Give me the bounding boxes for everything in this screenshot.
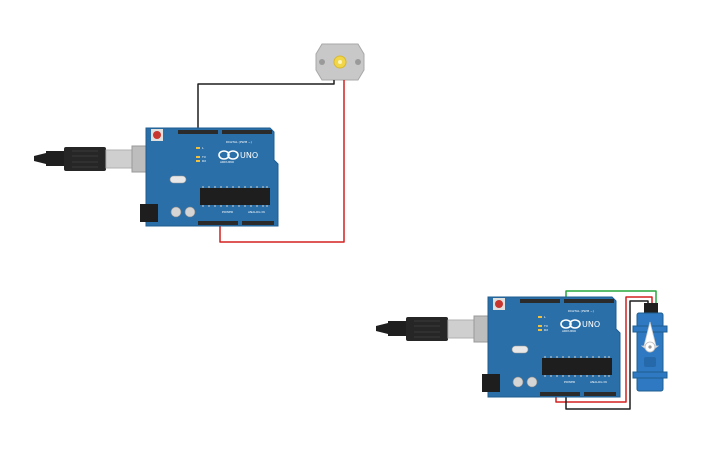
power-jack[interactable] — [482, 374, 500, 392]
arduino-logo-icon — [218, 150, 239, 160]
board-brand: ARDUINO — [220, 160, 235, 164]
digital-header — [178, 130, 272, 134]
microcontroller-chip — [542, 358, 612, 375]
board-model: UNO — [582, 320, 600, 329]
motor-black-wire[interactable] — [197, 80, 335, 128]
power-header — [198, 221, 238, 225]
servo-motor-icon[interactable] — [632, 303, 668, 392]
servo-black-wire[interactable] — [565, 300, 649, 410]
analog-label: ANALOG IN — [590, 380, 607, 384]
digital-header — [520, 299, 614, 303]
circuit-1: DIGITAL (PWM ~) UNO ARDUINO L TX RX — [34, 43, 365, 243]
arduino-logo-icon — [560, 319, 581, 329]
led-rx-label: RX — [202, 159, 206, 163]
led-l-label: L — [202, 146, 204, 150]
led-rx-label: RX — [544, 328, 548, 332]
servo-green-wire[interactable] — [565, 290, 657, 305]
servo-red-wire[interactable] — [555, 296, 653, 403]
power-jack[interactable] — [140, 204, 158, 222]
arduino-uno-board-2[interactable]: DIGITAL (PWM ~) UNO ARDUINO L TX RX POWE… — [482, 296, 621, 398]
board-brand: ARDUINO — [562, 329, 577, 333]
circuit-2: DIGITAL (PWM ~) UNO ARDUINO L TX RX POWE… — [376, 290, 668, 410]
capacitor — [526, 376, 538, 388]
led-tx-label: TX — [201, 155, 206, 159]
power-header — [540, 392, 580, 396]
microcontroller-chip — [200, 188, 270, 205]
digital-label: DIGITAL (PWM ~) — [226, 140, 252, 144]
led-tx-label: TX — [543, 324, 548, 328]
arduino-uno-board-1[interactable]: DIGITAL (PWM ~) UNO ARDUINO L TX RX — [140, 127, 279, 227]
motor-red-wire[interactable] — [219, 80, 345, 243]
analog-header — [242, 221, 274, 225]
crystal — [511, 345, 529, 354]
capacitor — [170, 206, 182, 218]
capacitor — [512, 376, 524, 388]
digital-label: DIGITAL (PWM ~) — [568, 309, 594, 313]
analog-label: ANALOG IN — [248, 210, 265, 214]
power-label: POWER — [564, 380, 575, 384]
crystal — [169, 175, 187, 184]
led-l-label: L — [544, 315, 546, 319]
analog-header — [584, 392, 616, 396]
dc-motor-icon[interactable] — [315, 43, 365, 81]
power-label: POWER — [222, 210, 233, 214]
capacitor — [184, 206, 196, 218]
board-model: UNO — [240, 151, 258, 160]
